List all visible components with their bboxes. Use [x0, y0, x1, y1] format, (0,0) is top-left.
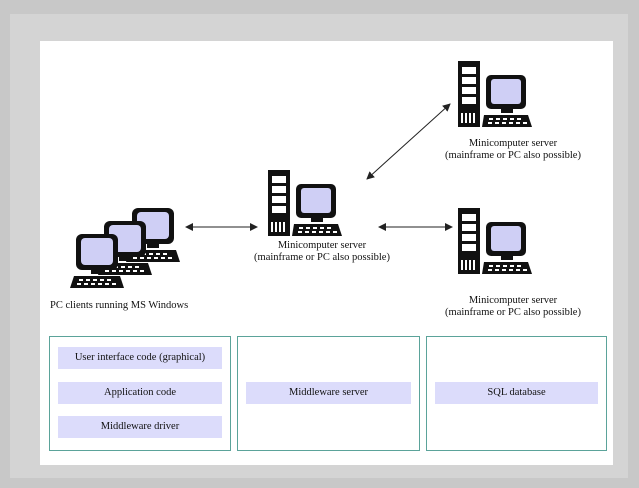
server-title: Minicomputer server	[468, 138, 558, 149]
middleware-driver-chip: Middleware driver	[58, 416, 222, 438]
middleware-tier-box: Middleware server	[237, 336, 420, 451]
server-title: Minicomputer server	[468, 295, 558, 306]
ui-code-chip: User interface code (graphical)	[58, 347, 222, 369]
middleware-server-chip: Middleware server	[246, 382, 411, 404]
server-subtitle: (mainframe or PC also possible)	[445, 307, 581, 318]
client-tier-box: User interface code (graphical) Applicat…	[49, 336, 231, 451]
network-drawing	[70, 61, 532, 288]
diagram-canvas: PC clients running MS Windows Minicomput…	[40, 41, 613, 465]
server-workstation-icon	[268, 170, 342, 236]
center-server-label: Minicomputer server (mainframe or PC als…	[236, 240, 408, 264]
server-title: Minicomputer server	[277, 240, 367, 251]
application-code-chip: Application code	[58, 382, 222, 404]
pc-client-icon	[70, 234, 124, 288]
arrow-center-to-top-right	[366, 103, 451, 180]
server-subtitle: (mainframe or PC also possible)	[445, 150, 581, 161]
server-workstation-icon	[458, 208, 532, 274]
clients-label: PC clients running MS Windows	[50, 300, 189, 311]
top-right-server-label: Minicomputer server (mainframe or PC als…	[426, 138, 600, 162]
server-workstation-icon	[458, 61, 532, 127]
sql-database-chip: SQL database	[435, 382, 598, 404]
server-subtitle: (mainframe or PC also possible)	[254, 252, 390, 263]
bottom-right-server-label: Minicomputer server (mainframe or PC als…	[426, 295, 600, 319]
database-tier-box: SQL database	[426, 336, 607, 451]
